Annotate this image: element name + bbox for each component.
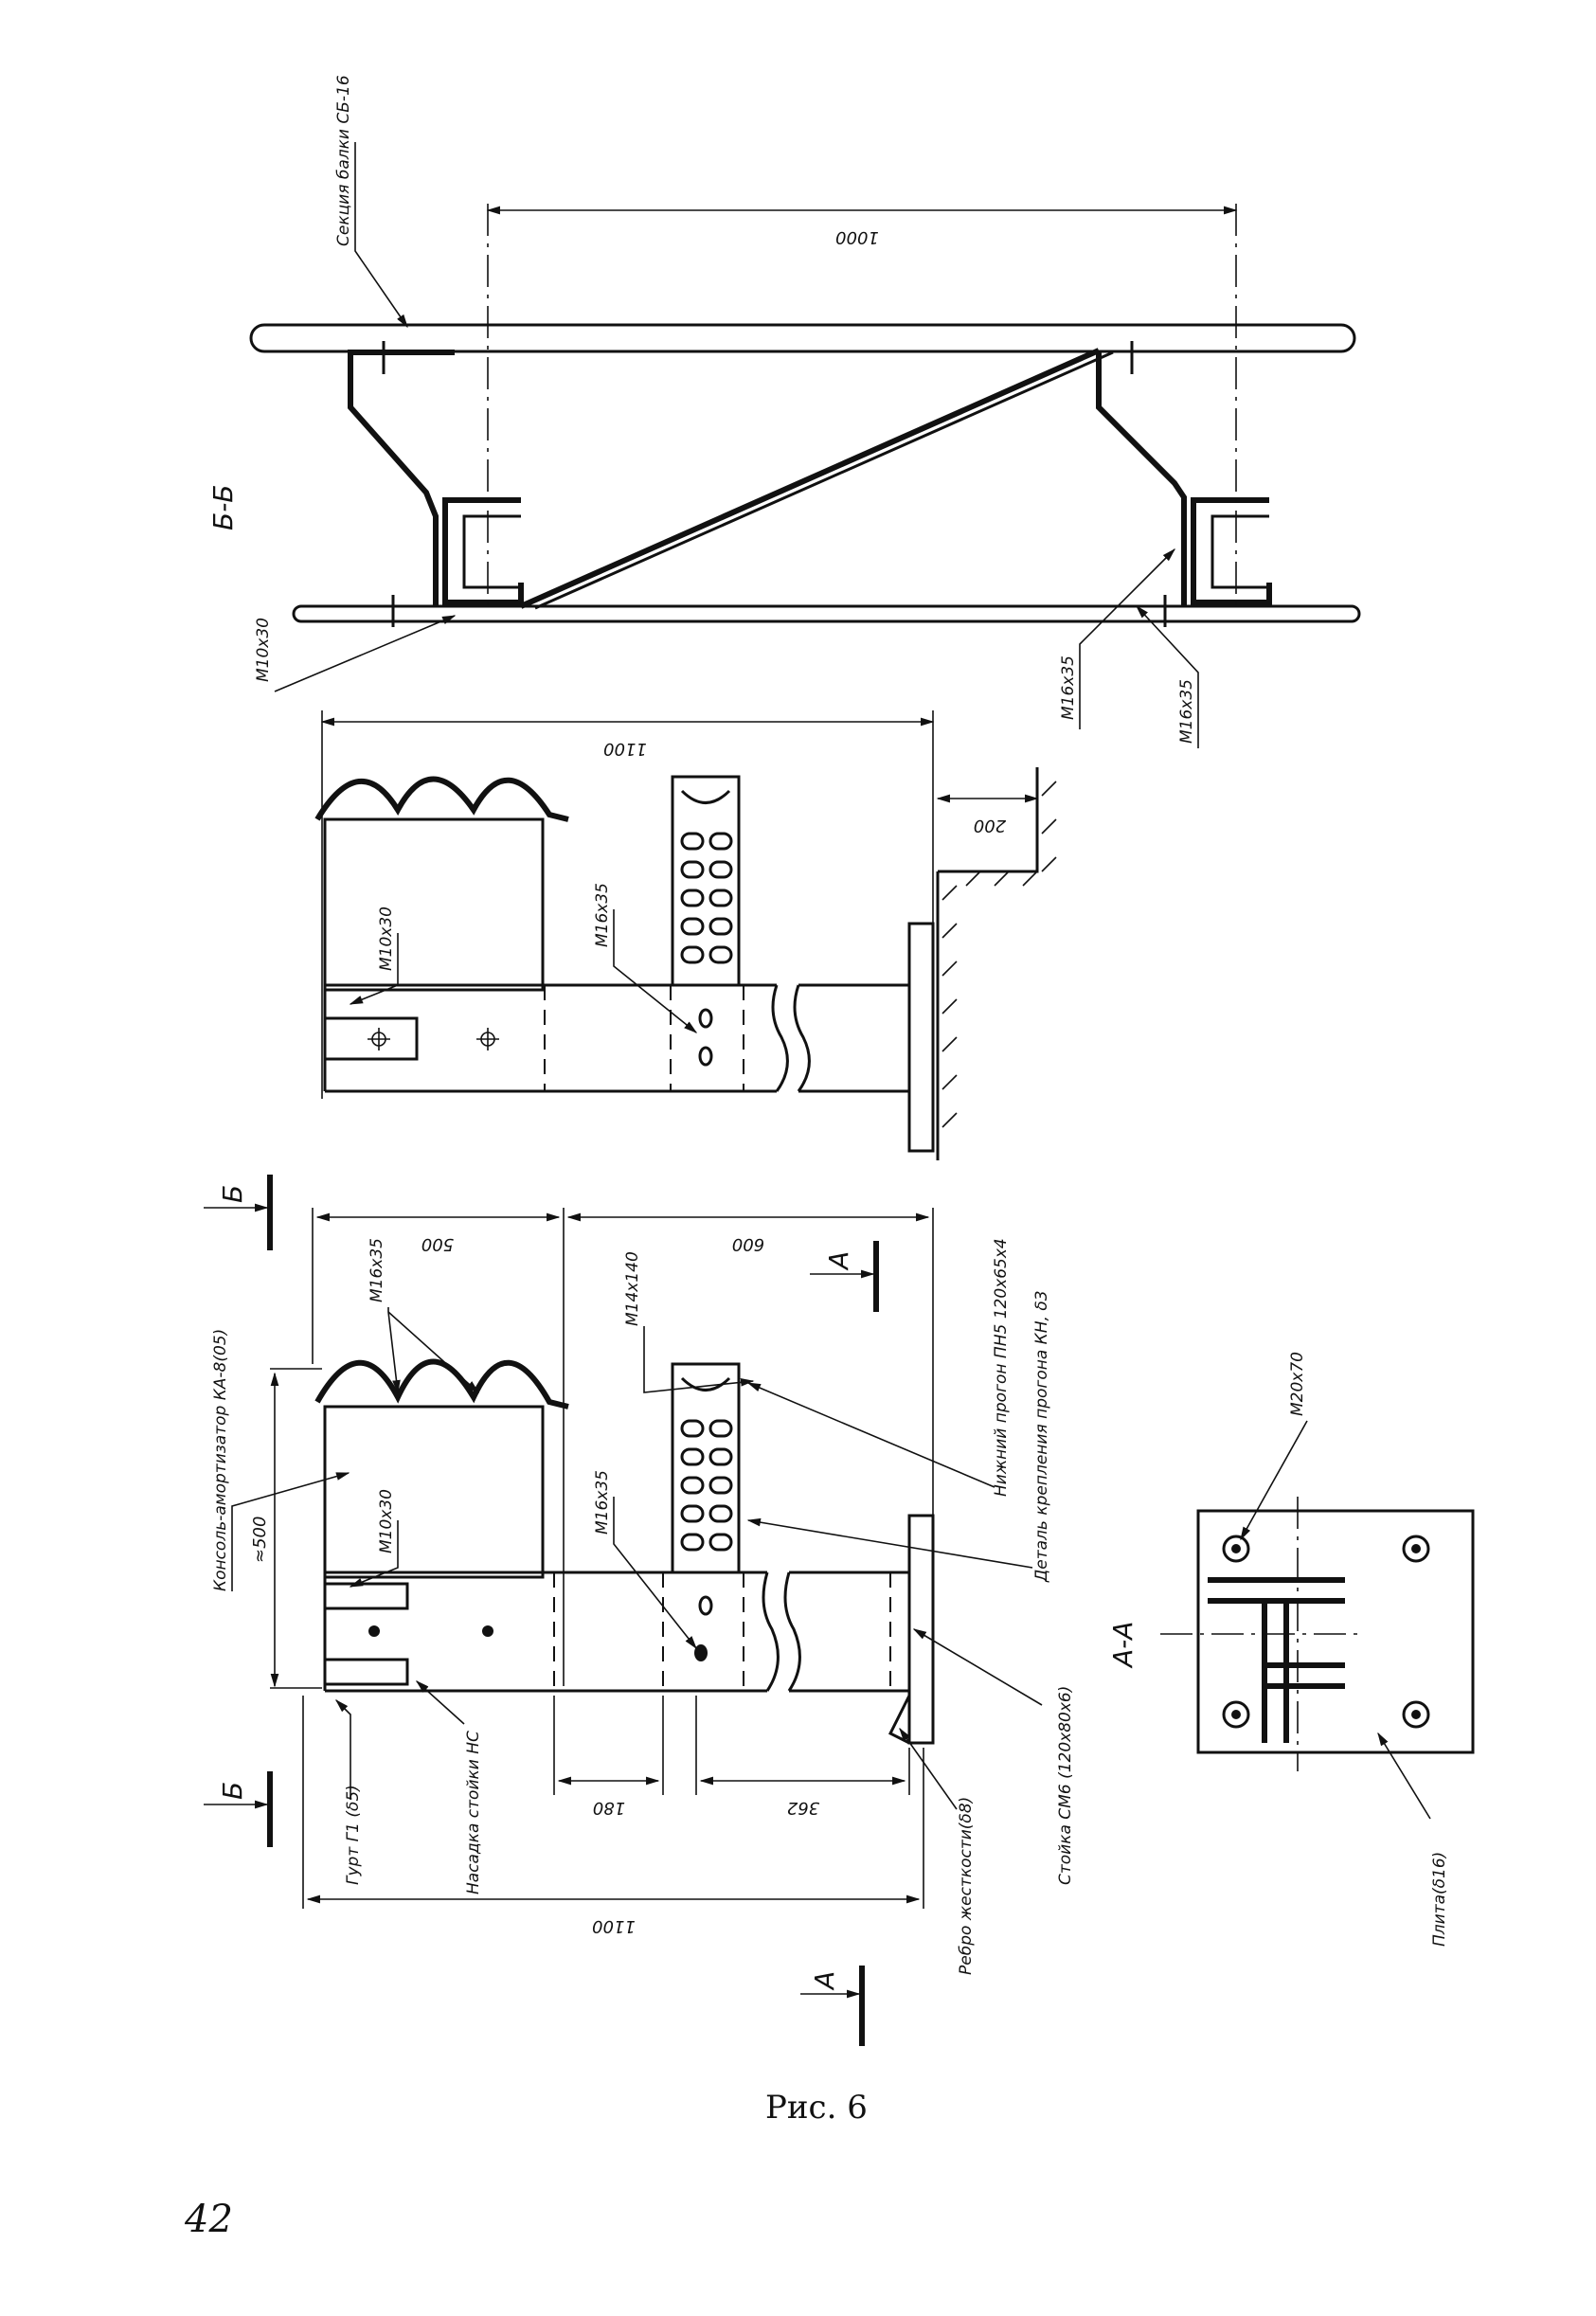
label-rib: Ребро жесткости(δ8) xyxy=(957,1797,976,1975)
post-main xyxy=(325,1571,909,1693)
section-bb: 1000 Секция балки СБ-16 Б-Б М10х30 М16х3… xyxy=(207,75,1361,748)
section-aa: А-А М20х70 Плита(δ16) xyxy=(1107,1352,1475,1947)
left-channel xyxy=(442,497,524,605)
dim-600: 600 xyxy=(732,1234,764,1254)
label-bolt-m14: М14х140 xyxy=(623,1251,642,1326)
plate-aa xyxy=(1196,1509,1475,1754)
right-channel xyxy=(1191,497,1272,605)
dim-180: 180 xyxy=(593,1798,625,1818)
right-bracket xyxy=(1096,352,1187,606)
purlin-block-main xyxy=(671,1362,741,1574)
label-bolt-m10-middle: М10х30 xyxy=(377,907,396,971)
section-mark-a-top: А xyxy=(823,1251,854,1271)
diagonal-brace xyxy=(519,348,1101,609)
label-bolt-m10-bb: М10х30 xyxy=(254,618,273,682)
base-plate-middle xyxy=(907,922,935,1153)
dim-height: ≈500 xyxy=(250,1517,270,1563)
label-plate: Плита(δ16) xyxy=(1430,1852,1449,1947)
dim-1100-main: 1100 xyxy=(592,1916,636,1936)
section-aa-title: А-А xyxy=(1107,1622,1139,1669)
purlin-block-middle xyxy=(671,775,741,987)
label-bolt-m16-main: М16х35 xyxy=(593,1470,612,1535)
label-bolt-m10-main: М10х30 xyxy=(377,1489,396,1553)
dim-1000: 1000 xyxy=(835,227,879,247)
beam-lower-bar xyxy=(292,604,1361,623)
dim-200: 200 xyxy=(974,816,1006,835)
section-mark-a-bottom: А xyxy=(809,1971,840,1991)
view-middle: 1100 xyxy=(314,710,1057,1160)
label-purlin-part: Деталь крепления прогона КН, δ3 xyxy=(1032,1290,1051,1583)
post-middle xyxy=(325,983,909,1093)
console-body-middle xyxy=(323,817,545,992)
label-bolt-m16-bb-2: М16х35 xyxy=(1177,679,1196,744)
left-bracket xyxy=(348,350,455,606)
page-number: 42 xyxy=(185,2198,233,2241)
view-main: Б Б А А 500 600 ≈500 xyxy=(204,1175,1075,2046)
label-bolt-m16-bb-1: М16х35 xyxy=(1059,655,1078,720)
section-bb-title: Б-Б xyxy=(207,484,239,530)
dim-500: 500 xyxy=(421,1234,454,1254)
label-console: Консоль-амортизатор КА-8(05) xyxy=(211,1329,230,1591)
label-bracket: Гурт Г1 (δ5) xyxy=(344,1785,363,1885)
beam-upper-bar xyxy=(249,323,1356,353)
label-nozzle: Насадка стойки НС xyxy=(464,1731,483,1894)
wave-profile-main xyxy=(314,1358,569,1409)
figure-caption: Рис. 6 xyxy=(765,2089,868,2127)
label-bolt-m20: М20х70 xyxy=(1288,1352,1307,1416)
label-bolt-m16-wave: М16х35 xyxy=(368,1238,386,1302)
wave-profile-middle xyxy=(314,776,569,822)
label-purlin: Нижний прогон ПН5 120х65х4 xyxy=(992,1238,1011,1497)
dim-1100-middle: 1100 xyxy=(603,739,647,759)
base-plate-main xyxy=(907,1514,935,1745)
dim-362: 362 xyxy=(787,1798,819,1818)
console-body-main xyxy=(323,1405,545,1579)
label-post: Стойка СМ6 (120х80х6) xyxy=(1056,1686,1075,1885)
section-mark-b-bottom: Б xyxy=(217,1782,248,1800)
section-mark-b-top: Б xyxy=(217,1185,248,1203)
bolt-holes-aa xyxy=(1222,1535,1430,1729)
label-bolt-m16-middle: М16х35 xyxy=(593,883,612,947)
label-beam-section: Секция балки СБ-16 xyxy=(334,75,353,246)
